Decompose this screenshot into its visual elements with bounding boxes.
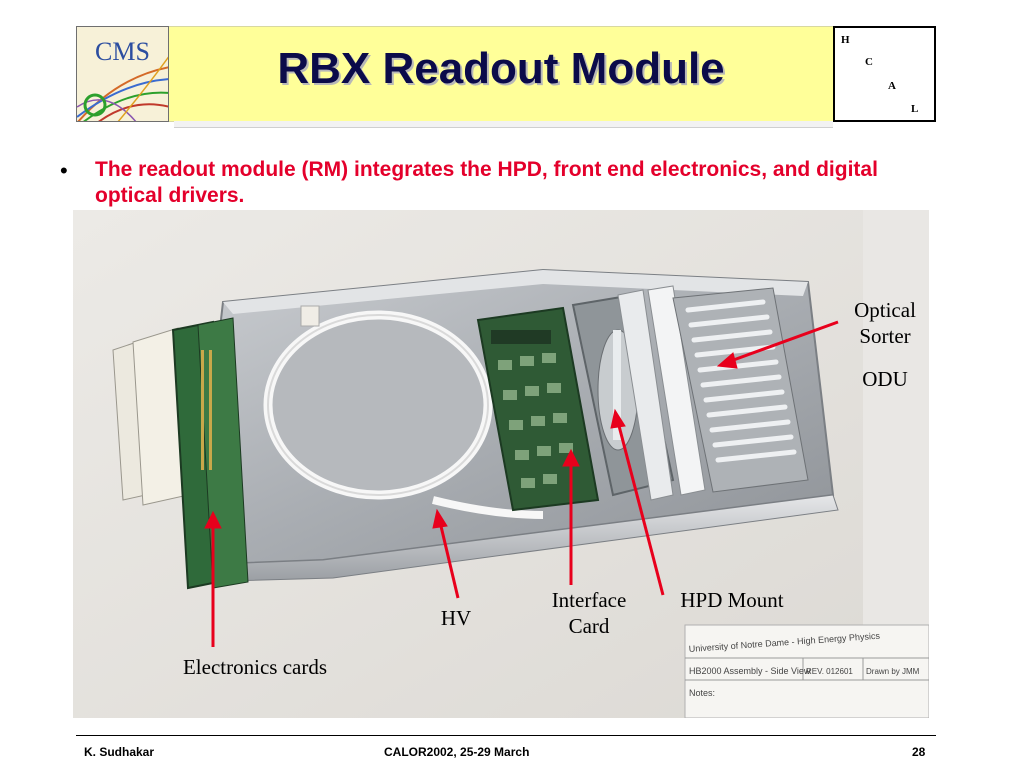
footer-author: K. Sudhakar — [84, 745, 155, 759]
photo-illustration: University of Notre Dame - High Energy P… — [73, 210, 929, 718]
drawing-notes: Notes: — [689, 688, 715, 698]
hcal-logo: H C A L — [833, 26, 936, 122]
label-odu: ODU — [862, 367, 908, 391]
hcal-letter-c: C — [865, 56, 873, 68]
arrow-hv — [438, 521, 460, 599]
arrow-optical-sorter-head — [716, 352, 738, 369]
cms-logo: CMS — [76, 26, 169, 122]
arrow-optical-sorter — [727, 320, 839, 364]
label-interface-card: Interface Card — [551, 588, 627, 638]
cms-logo-text: CMS — [95, 37, 150, 66]
drawing-line2: HB2000 Assembly - Side View — [689, 666, 811, 676]
cms-logo-graphic — [77, 56, 168, 121]
arrow-hpd-mount — [616, 421, 665, 596]
title-band — [169, 26, 833, 122]
optical-sorter — [617, 285, 809, 501]
bullet-text: The readout module (RM) integrates the H… — [95, 158, 878, 207]
footer-conference: CALOR2002, 25-29 March — [384, 745, 530, 759]
footer-page-number: 28 — [912, 745, 926, 759]
bullet-marker: • — [60, 158, 68, 183]
drawing-title-block: University of Notre Dame - High Energy P… — [684, 624, 929, 718]
hcal-letter-h: H — [841, 34, 850, 46]
arrow-hpd-mount-head — [610, 408, 626, 429]
hv-cable — [263, 305, 544, 519]
hcal-letter-l: L — [911, 103, 919, 115]
arrow-hv-head — [432, 508, 448, 529]
label-hv: HV — [440, 606, 472, 630]
hcal-letter-a: A — [888, 80, 896, 92]
label-hpd-mount: HPD Mount — [680, 588, 784, 612]
annotation-arrows — [204, 320, 839, 647]
arrow-electronics-cards-head — [204, 510, 222, 529]
drawing-rev: REV. 012601 — [806, 667, 853, 676]
title-shadow-bar — [174, 121, 833, 128]
readout-module-photo: University of Notre Dame - High Energy P… — [73, 210, 929, 718]
label-optical-sorter: Optical Sorter — [854, 298, 916, 348]
label-electronics-cards: Electronics cards — [182, 655, 328, 679]
arrow-interface-card-head — [562, 448, 580, 467]
slide-title: RBX Readout Module — [277, 44, 725, 93]
drawing-drawn-by: Drawn by JMM — [866, 667, 920, 676]
footer-divider — [76, 735, 936, 736]
